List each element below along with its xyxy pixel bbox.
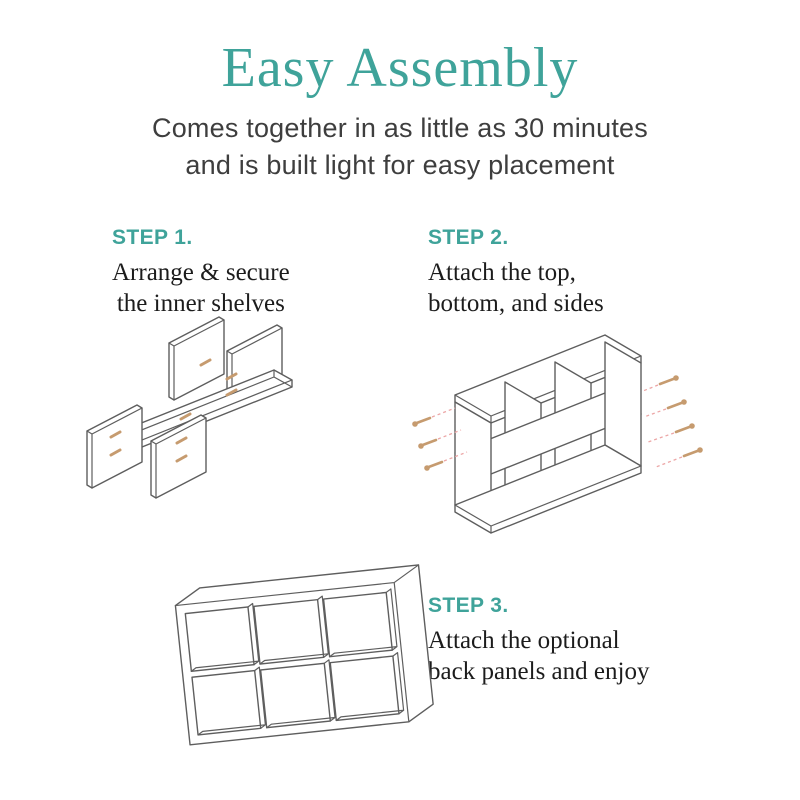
page-title: Easy Assembly	[221, 37, 579, 99]
subtitle-line-2: and is built light for easy placement	[185, 150, 615, 180]
step-2-desc-line-1: Attach the top,	[428, 259, 576, 286]
upper-left-panel	[168, 316, 225, 401]
step-2-description: Attach the top, bottom, and sides	[428, 257, 604, 319]
step-2-block: STEP 2. Attach the top, bottom, and side…	[428, 226, 604, 319]
step-1-label: STEP 1.	[112, 226, 193, 249]
step-2-desc-line-2: bottom, and sides	[428, 290, 604, 317]
step-3-desc-line-1: Attach the optional	[428, 627, 620, 654]
step-3-desc-line-2: back panels and enjoy	[428, 658, 650, 685]
step-1-desc-line-2: the inner shelves	[116, 290, 285, 317]
right-screws	[642, 375, 703, 468]
step-1-description: Arrange & secure the inner shelves	[112, 257, 290, 319]
dowel-pegs	[109, 358, 238, 463]
left-screws	[412, 407, 468, 471]
step-2-diagram-frame-with-screws-icon	[412, 334, 703, 534]
step-2-label: STEP 2.	[428, 226, 509, 249]
step-3-diagram-finished-cube-organizer-icon	[174, 564, 434, 746]
step-1-block: STEP 1. Arrange & secure the inner shelv…	[112, 226, 290, 319]
page-subtitle: Comes together in as little as 30 minute…	[0, 110, 800, 184]
step-1-desc-line-1: Arrange & secure	[112, 259, 290, 286]
lower-left-panel	[86, 404, 143, 489]
step-1-diagram-inner-shelf-panels-icon	[86, 316, 293, 499]
step-3-block: STEP 3. Attach the optional back panels …	[428, 594, 649, 687]
cube-openings	[184, 588, 405, 736]
step-3-description: Attach the optional back panels and enjo…	[428, 625, 649, 687]
step-3-label: STEP 3.	[428, 594, 509, 617]
bottom-panel	[454, 444, 642, 534]
subtitle-line-1: Comes together in as little as 30 minute…	[152, 113, 648, 143]
lower-middle-panel	[150, 414, 207, 499]
